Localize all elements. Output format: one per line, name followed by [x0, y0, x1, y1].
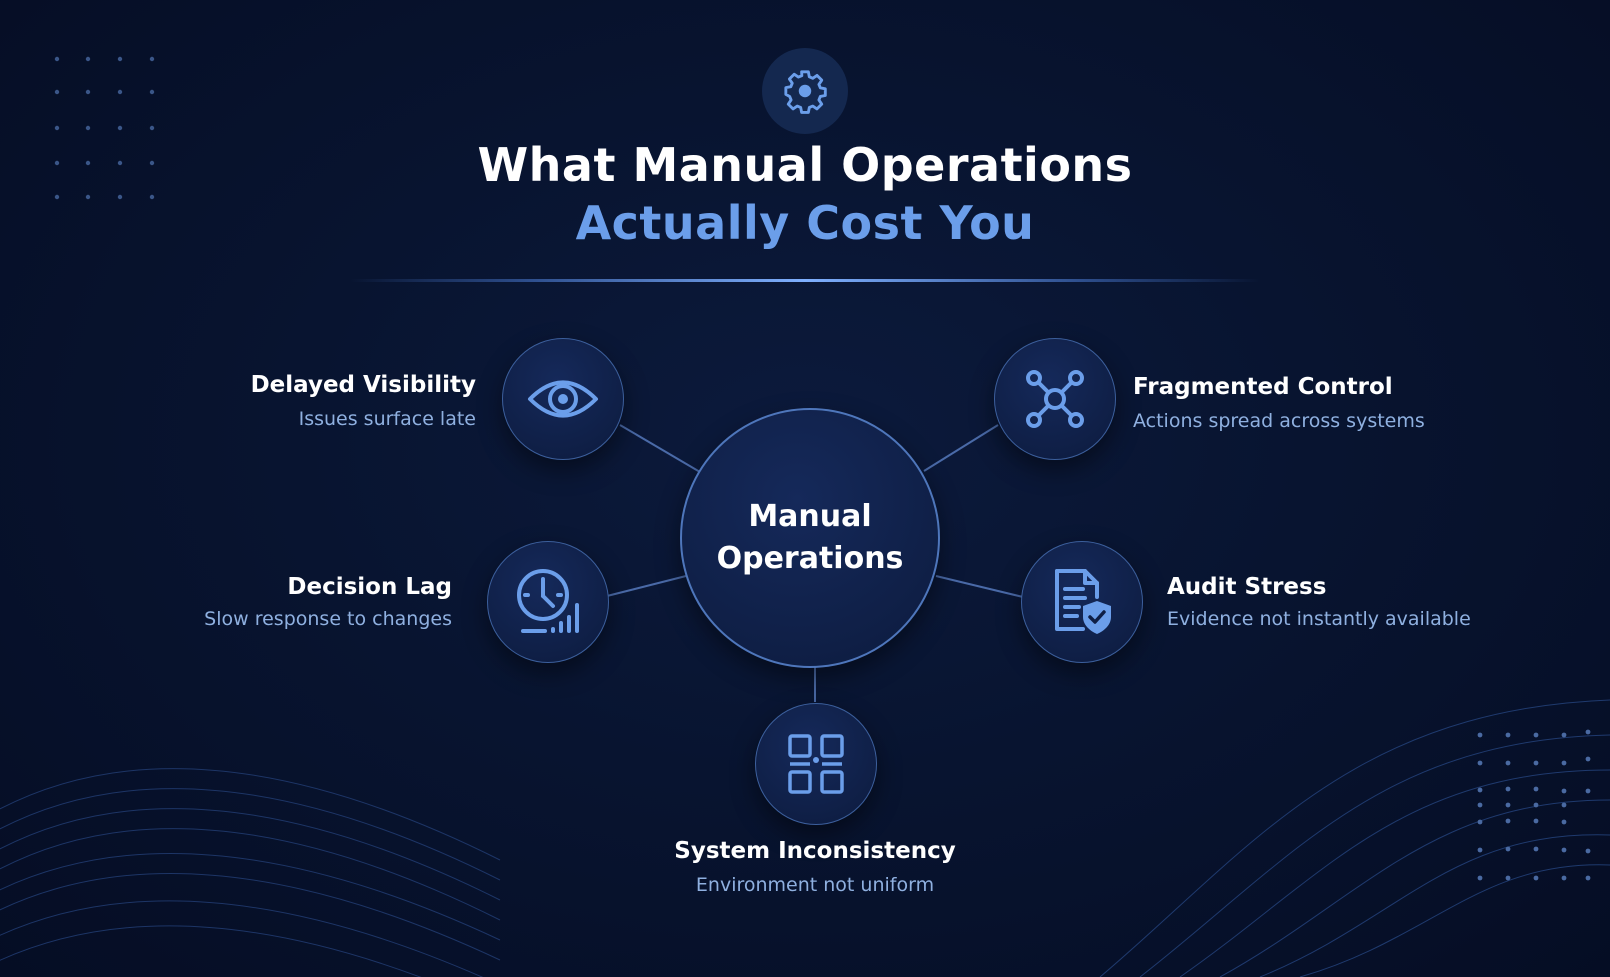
- center-node-label-line2: Operations: [716, 541, 904, 576]
- item-audit-stress: Audit Stress Evidence not instantly avai…: [1167, 574, 1471, 630]
- item-title: Delayed Visibility: [250, 372, 476, 398]
- item-title: Decision Lag: [287, 574, 452, 600]
- item-title: Fragmented Control: [1133, 374, 1393, 400]
- title-divider: [350, 279, 1260, 282]
- dot-grid-top-left: [54, 56, 155, 200]
- item-subtitle: Evidence not instantly available: [1167, 608, 1471, 630]
- grid-squares-icon: [788, 734, 844, 794]
- item-subtitle: Issues surface late: [298, 408, 476, 430]
- network-nodes-icon: [1026, 370, 1084, 428]
- page-title-line1: What Manual Operations: [477, 138, 1133, 192]
- item-decision-lag: Decision Lag Slow response to changes: [150, 574, 452, 630]
- item-fragmented-control: Fragmented Control Actions spread across…: [1133, 374, 1425, 432]
- node-delayed-visibility: [502, 338, 624, 460]
- clock-chart-icon: [517, 569, 579, 633]
- gear-icon: [784, 70, 827, 114]
- center-node-label-line1: Manual: [748, 499, 872, 534]
- item-title: System Inconsistency: [674, 838, 956, 864]
- header-gear-badge: [762, 48, 848, 134]
- item-subtitle: Actions spread across systems: [1133, 410, 1425, 432]
- connector-lines: [606, 424, 1024, 702]
- document-shield-icon: [1055, 569, 1111, 634]
- node-fragmented-control: [994, 338, 1116, 460]
- item-delayed-visibility: Delayed Visibility Issues surface late: [180, 372, 476, 430]
- item-system-inconsistency: System Inconsistency Environment not uni…: [600, 838, 1030, 896]
- node-system-inconsistency: [755, 703, 877, 825]
- item-subtitle: Environment not uniform: [695, 874, 935, 896]
- item-title: Audit Stress: [1167, 574, 1327, 600]
- eye-icon: [528, 380, 598, 418]
- dot-grid-bottom-right: [1477, 729, 1591, 881]
- item-subtitle: Slow response to changes: [204, 608, 452, 630]
- center-node-manual-operations: Manual Operations: [680, 408, 940, 668]
- node-decision-lag: [487, 541, 609, 663]
- page-title-line2: Actually Cost You: [575, 196, 1035, 250]
- node-audit-stress: [1021, 541, 1143, 663]
